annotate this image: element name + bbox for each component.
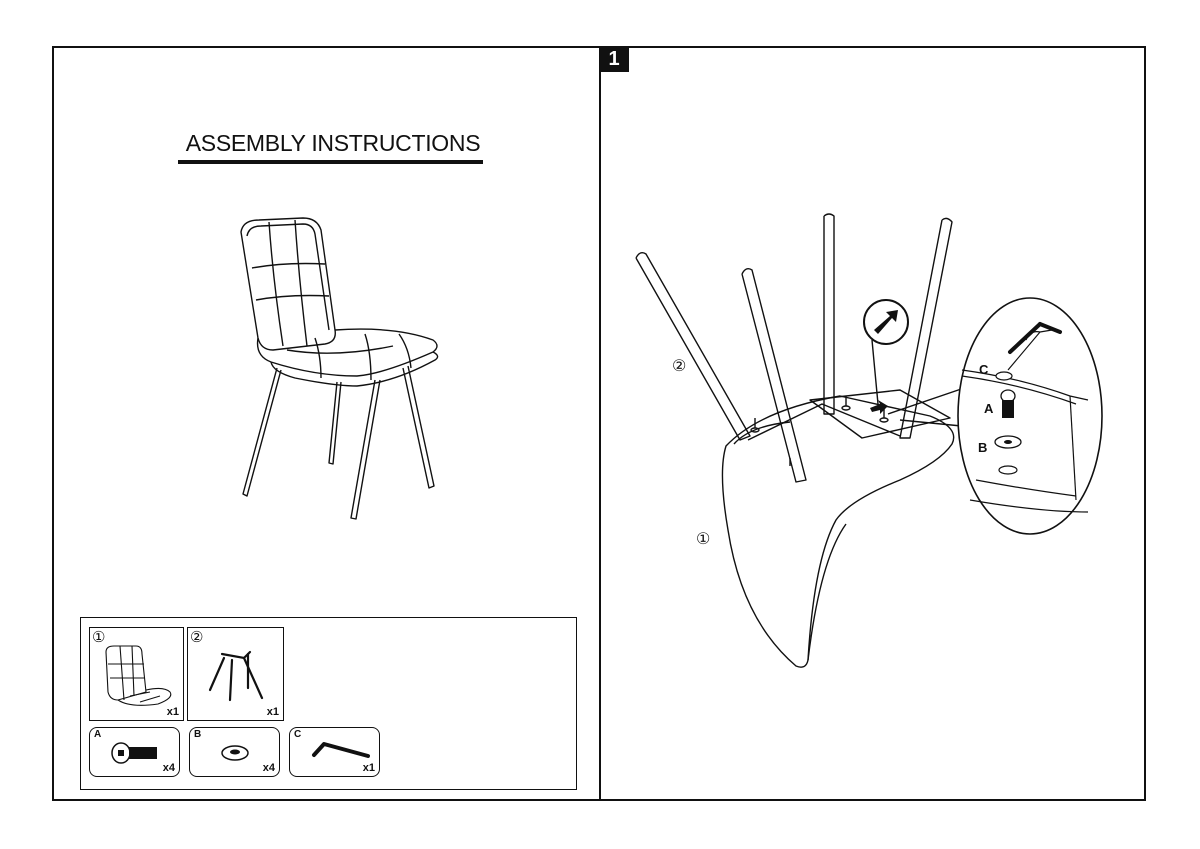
- leg-frame-icon: [208, 650, 264, 702]
- label-detail-c: C: [979, 362, 989, 377]
- hardware-tile-washer: B x4: [189, 727, 280, 777]
- label-detail-a: A: [984, 401, 994, 416]
- page-title: ASSEMBLY INSTRUCTIONS: [185, 130, 481, 156]
- page-divider: [599, 46, 601, 801]
- bolt-icon: [111, 742, 157, 764]
- title-underline: [178, 160, 483, 164]
- hardware-quantity: x4: [262, 762, 275, 774]
- step-badge: 1: [599, 46, 629, 72]
- hardware-tile-allen-key: C x1: [289, 727, 380, 777]
- part-tile-seat: ① x1: [89, 627, 184, 721]
- magnify-detail: [957, 297, 1103, 535]
- hardware-tile-bolt: A x4: [89, 727, 180, 777]
- assembly-diagram: [635, 213, 1103, 668]
- label-part-seat: ①: [696, 531, 711, 548]
- part-number: ①: [92, 629, 106, 646]
- parts-list: [80, 617, 577, 790]
- hardware-letter: C: [294, 729, 302, 740]
- chair-illustration: [240, 217, 439, 520]
- part-quantity: x1: [266, 706, 279, 718]
- hardware-letter: A: [94, 729, 102, 740]
- label-detail-b: B: [978, 440, 988, 455]
- hardware-quantity: x1: [362, 762, 375, 774]
- hardware-letter: B: [194, 729, 202, 740]
- seat-icon: [105, 645, 172, 706]
- part-quantity: x1: [166, 706, 179, 718]
- washer-icon: [221, 745, 249, 761]
- part-tile-legs: ② x1: [187, 627, 284, 721]
- label-part-legs: ②: [672, 358, 687, 375]
- allen-key-icon: [312, 742, 370, 758]
- hardware-quantity: x4: [162, 762, 175, 774]
- part-number: ②: [190, 629, 204, 646]
